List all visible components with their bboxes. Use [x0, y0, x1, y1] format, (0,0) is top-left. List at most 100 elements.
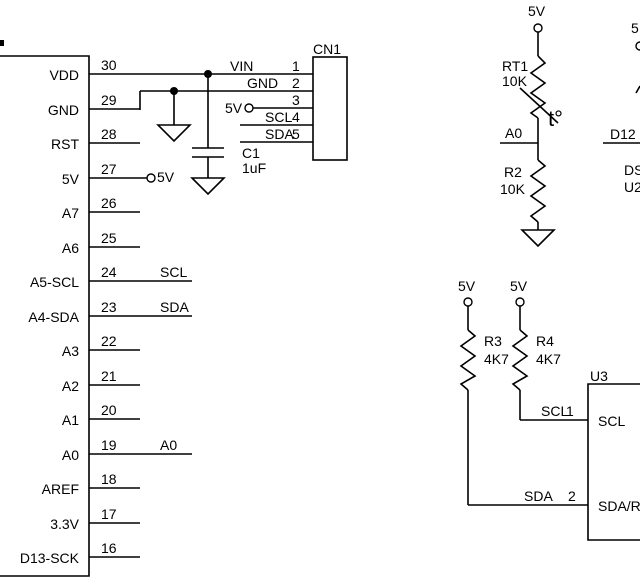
- mcu-net-label: SCL: [160, 264, 187, 280]
- mcu-pin-row: VDD 30: [49, 57, 140, 83]
- cn1-net-scl: SCL: [265, 109, 292, 125]
- ground-symbol: [156, 124, 192, 143]
- thermistor-divider: [500, 23, 559, 248]
- mcu-pin-name: 3.3V: [50, 516, 79, 532]
- ground-symbol-c1: [190, 177, 226, 196]
- mcu-pin-number: 29: [101, 92, 117, 108]
- mcu-net-label: SDA: [160, 299, 189, 315]
- right-part-label-1: DS: [624, 162, 640, 178]
- mcu-pin-name: A2: [62, 378, 79, 394]
- mcu-pin-name: VDD: [49, 67, 79, 83]
- mcu-pin-row: GND 29: [48, 92, 140, 118]
- resistor-fragment-right: [635, 85, 640, 94]
- cn1-net-sda: SDA: [265, 126, 294, 142]
- supply-5v-terminal-rt1: [533, 23, 543, 33]
- connector-5v-terminal: [244, 103, 254, 113]
- r4-value: 4K7: [536, 351, 561, 367]
- mcu-pin-number: 30: [101, 57, 117, 73]
- u3-ref: U3: [590, 368, 608, 384]
- mcu-pin-name: A1: [62, 412, 79, 428]
- r2-value: 10K: [500, 181, 526, 197]
- c1-ref: C1: [242, 145, 260, 161]
- mcu-pin-row: RST 28: [51, 126, 140, 152]
- ground-symbol-r2: [520, 229, 556, 248]
- cn1-ref: CN1: [313, 41, 341, 57]
- rt1-value: 10K: [502, 73, 528, 89]
- i2c-pullups: [459, 297, 640, 541]
- resistor-r4: [511, 329, 529, 391]
- resistor-r3: [459, 329, 477, 391]
- thermistor-temp-symbol: t°: [548, 106, 563, 131]
- mcu-pin-number: 17: [101, 506, 117, 522]
- mcu-pin-name: 5V: [62, 171, 80, 187]
- mcu-pin-row: D13-SCK 16: [20, 540, 140, 566]
- mcu-pin-row: A5-SCL 24 SCL: [30, 264, 192, 290]
- net-d12-label: D12: [610, 126, 636, 142]
- net-a0-label: A0: [505, 125, 522, 141]
- cn1-net-5v: 5V: [225, 100, 243, 116]
- mcu-pin-name: RST: [51, 136, 79, 152]
- mcu-pin-name: A5-SCL: [30, 274, 79, 290]
- right-edge-partial: [603, 41, 640, 144]
- r4-supply-label: 5V: [510, 278, 528, 294]
- u3-pin-scl-name: SCL: [598, 413, 625, 429]
- cn1-pin-5: 5: [292, 126, 300, 142]
- mcu-pin-number: 26: [101, 195, 117, 211]
- mcu-corner-mark: [0, 40, 4, 46]
- r3-ref: R3: [484, 333, 502, 349]
- cn1-pin-4: 4: [292, 109, 300, 125]
- mcu-pin-row: A1 20: [62, 402, 140, 428]
- mcu-pin-number: 23: [101, 299, 117, 315]
- mcu-pin-row: A6 25: [62, 230, 140, 256]
- c1-value: 1uF: [242, 160, 266, 176]
- mcu-pin-row: A3 22: [62, 333, 140, 359]
- mcu-pin-number: 24: [101, 264, 117, 280]
- power-wiring: [139, 56, 348, 196]
- resistor-r2: [529, 159, 547, 223]
- mcu-pin-name: D13-SCK: [20, 550, 80, 566]
- mcu-pin-number: 25: [101, 230, 117, 246]
- r3-supply-label: 5V: [458, 278, 476, 294]
- mcu-pin-number: 19: [101, 437, 117, 453]
- rt1-supply-label: 5V: [528, 3, 546, 19]
- mcu-pin-name: A3: [62, 343, 79, 359]
- connector-cn1-body: [312, 56, 348, 161]
- u3-pin-1: 1: [566, 403, 574, 419]
- mcu-pin-number: 18: [101, 471, 117, 487]
- cn1-pin-2: 2: [292, 75, 300, 91]
- mcu-pin-name: GND: [48, 102, 79, 118]
- cn1-net-vin: VIN: [230, 58, 253, 74]
- mcu-pin-row: A7 26: [62, 195, 140, 221]
- mcu-pin-number: 22: [101, 333, 117, 349]
- mcu-pin-number: 21: [101, 368, 117, 384]
- mcu-pin-number: 16: [101, 540, 117, 556]
- mcu-pin-name: A6: [62, 240, 79, 256]
- r4-ref: R4: [536, 333, 554, 349]
- thermistor-arrow: [519, 87, 559, 124]
- u3-pin-sda-name: SDA/R: [598, 498, 640, 514]
- cn1-pin-1: 1: [292, 58, 300, 74]
- thermistor-rt1: [529, 55, 547, 119]
- u3-net-scl: SCL: [541, 403, 568, 419]
- right-supply-label: 5: [631, 20, 639, 36]
- u3-net-sda: SDA: [524, 488, 553, 504]
- mcu-pin-number: 28: [101, 126, 117, 142]
- mcu-pin-name: AREF: [42, 481, 79, 497]
- right-part-label-2: U2: [624, 179, 640, 195]
- supply-terminal-right: [635, 41, 640, 51]
- supply-5v-terminal-r4: [515, 297, 525, 307]
- cn1-net-gnd: GND: [247, 75, 278, 91]
- mcu-pin-number: 20: [101, 402, 117, 418]
- labels: CN1 VIN GND 5V SCL SDA 1 2 3 4 5 C1 1uF …: [157, 3, 640, 514]
- pin27-5v-terminal: [146, 173, 156, 183]
- pin27-net-label: 5V: [157, 169, 175, 185]
- mcu-pin-name: A7: [62, 205, 79, 221]
- r2-ref: R2: [504, 164, 522, 180]
- r3-value: 4K7: [484, 351, 509, 367]
